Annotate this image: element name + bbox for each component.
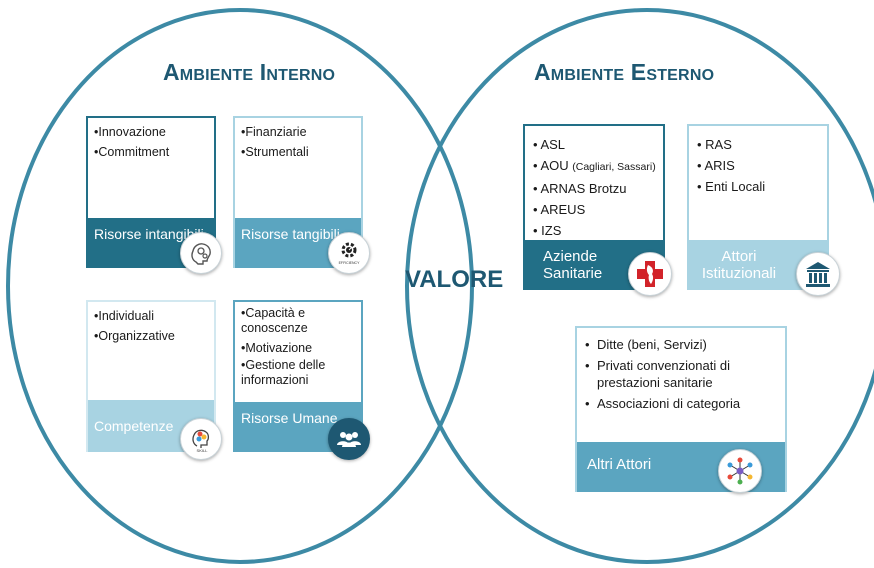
list-item-text: Enti Locali: [705, 179, 766, 194]
list-item-text: Privati convenzionati di prestazioni san…: [597, 358, 730, 390]
list-item: • AOU (Cagliari, Sassari): [533, 158, 656, 173]
list-item: • Enti Locali: [697, 179, 766, 194]
card-body: • ASL • AOU (Cagliari, Sassari) • ARNAS …: [525, 126, 663, 241]
list-item-text: RAS: [705, 137, 732, 152]
skill-head-icon: SKILL: [180, 418, 222, 460]
list-item-text: Ditte (beni, Servizi): [597, 337, 707, 352]
card-body: •Ditte (beni, Servizi) •Privati convenzi…: [577, 328, 785, 412]
external-title: Ambiente Esterno: [534, 59, 715, 85]
list-item: • ARNAS Brotzu: [533, 181, 627, 196]
list-item: •Gestione delle informazioni: [241, 358, 326, 387]
list-item: • AREUS: [533, 202, 586, 217]
list-item-note: (Cagliari, Sassari): [572, 161, 656, 173]
icon-caption: SKILL: [197, 448, 209, 453]
list-item-text: ASL: [540, 137, 566, 152]
gear-efficiency-icon: EFFICIENCY: [328, 232, 370, 274]
list-item-text: AOU: [540, 158, 569, 173]
list-item: • RAS: [697, 137, 732, 152]
sardinia-health-icon: [628, 252, 672, 296]
card-body: •Innovazione •Commitment: [88, 118, 214, 162]
list-item: • ASL: [533, 137, 566, 152]
institution-building-icon: [796, 252, 840, 296]
list-item-text: ARIS: [704, 158, 735, 173]
list-item-text: Associazioni di categoria: [597, 396, 741, 411]
list-item: •Privati convenzionati di prestazioni sa…: [585, 357, 781, 391]
card-body: •Individuali •Organizzative: [88, 302, 214, 346]
list-item: •Commitment: [94, 145, 170, 159]
internal-title: Ambiente Interno: [163, 59, 336, 85]
card-body: • RAS • ARIS • Enti Locali: [689, 126, 827, 197]
network-icon: [718, 449, 762, 493]
list-item: •Finanziarie: [241, 125, 307, 139]
list-item: • IZS: [533, 223, 562, 238]
value-label: VALORE: [405, 266, 504, 293]
list-item: •Strumentali: [241, 145, 309, 159]
card-footer: Attori Istituzionali: [689, 240, 827, 290]
list-item: •Individuali: [94, 309, 154, 323]
list-item: •Ditte (beni, Servizi): [585, 337, 707, 352]
list-item-text: ARNAS Brotzu: [540, 181, 627, 196]
list-item: •Innovazione: [94, 125, 166, 139]
people-group-icon: [328, 418, 370, 460]
icon-caption: EFFICIENCY: [339, 261, 360, 265]
list-item: •Motivazione: [241, 341, 313, 355]
list-item: •Organizzative: [94, 329, 175, 343]
external-circle: [405, 8, 874, 564]
list-item: • ARIS: [697, 158, 735, 173]
brain-gears-icon: [180, 232, 222, 274]
list-item: •Associazioni di categoria: [585, 396, 741, 411]
list-item-text: AREUS: [540, 202, 586, 217]
card-body: •Capacità e conoscenze •Motivazione •Ges…: [235, 302, 361, 392]
internal-circle: [6, 8, 474, 564]
list-item-text: IZS: [541, 223, 562, 238]
card-body: •Finanziarie •Strumentali: [235, 118, 361, 162]
list-item: •Capacità e conoscenze: [241, 306, 308, 335]
